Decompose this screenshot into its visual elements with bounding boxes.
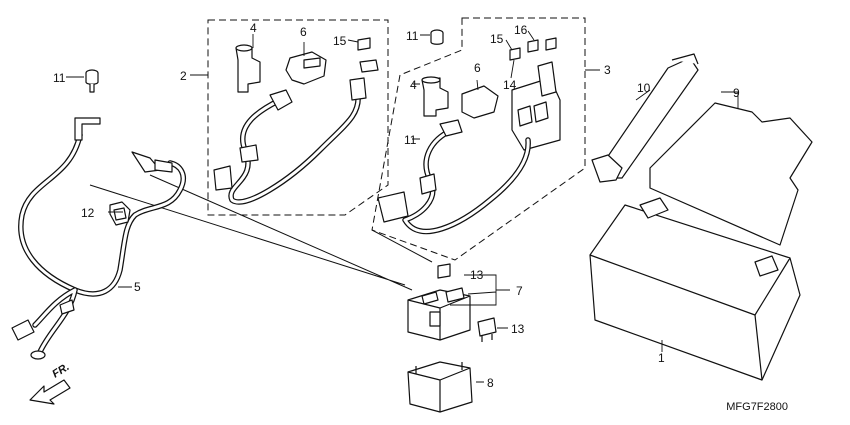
starter-relay-7	[407, 263, 471, 341]
label-7: 7	[516, 284, 523, 298]
label-1: 1	[658, 351, 665, 365]
bolt-11-left	[85, 69, 99, 93]
clip-12	[109, 201, 131, 226]
wire-harness	[11, 117, 186, 360]
label-9: 9	[733, 86, 740, 100]
label-6-group2: 6	[300, 25, 307, 39]
group-2-outline	[207, 19, 389, 216]
label-2: 2	[180, 69, 187, 83]
label-11-group3: 11	[406, 29, 419, 43]
relay-cover-8	[407, 361, 473, 413]
battery-1	[589, 197, 801, 381]
group-3-parts	[377, 29, 561, 235]
group-3-outline	[371, 17, 586, 261]
connector-link-lines	[89, 174, 433, 291]
group-2-parts	[213, 37, 379, 205]
leader-lines	[66, 30, 739, 383]
label-5: 5	[134, 280, 141, 294]
label-4-group3: 4	[410, 78, 417, 92]
label-13-lower: 13	[511, 322, 525, 336]
label-16: 16	[514, 23, 528, 37]
label-4-group2: 4	[250, 21, 257, 35]
fuse-13-lower	[477, 317, 497, 342]
drawing-code: MFG7F2800	[726, 401, 788, 413]
front-arrow-icon	[29, 379, 71, 405]
label-15-group2: 15	[333, 34, 347, 48]
label-15-group3: 15	[490, 32, 504, 46]
label-8: 8	[487, 376, 494, 390]
label-6-group3: 6	[474, 61, 481, 75]
label-10: 10	[637, 81, 651, 95]
label-3: 3	[604, 63, 611, 77]
label-14: 14	[503, 78, 517, 92]
label-13-upper: 13	[470, 268, 484, 282]
front-marker-text: FR.	[50, 361, 71, 381]
label-12: 12	[81, 206, 95, 220]
battery-strap-10	[591, 53, 699, 183]
label-11-group3-lower: 11	[404, 133, 417, 147]
label-11-left: 11	[53, 71, 66, 85]
battery-cover-9	[649, 102, 813, 246]
